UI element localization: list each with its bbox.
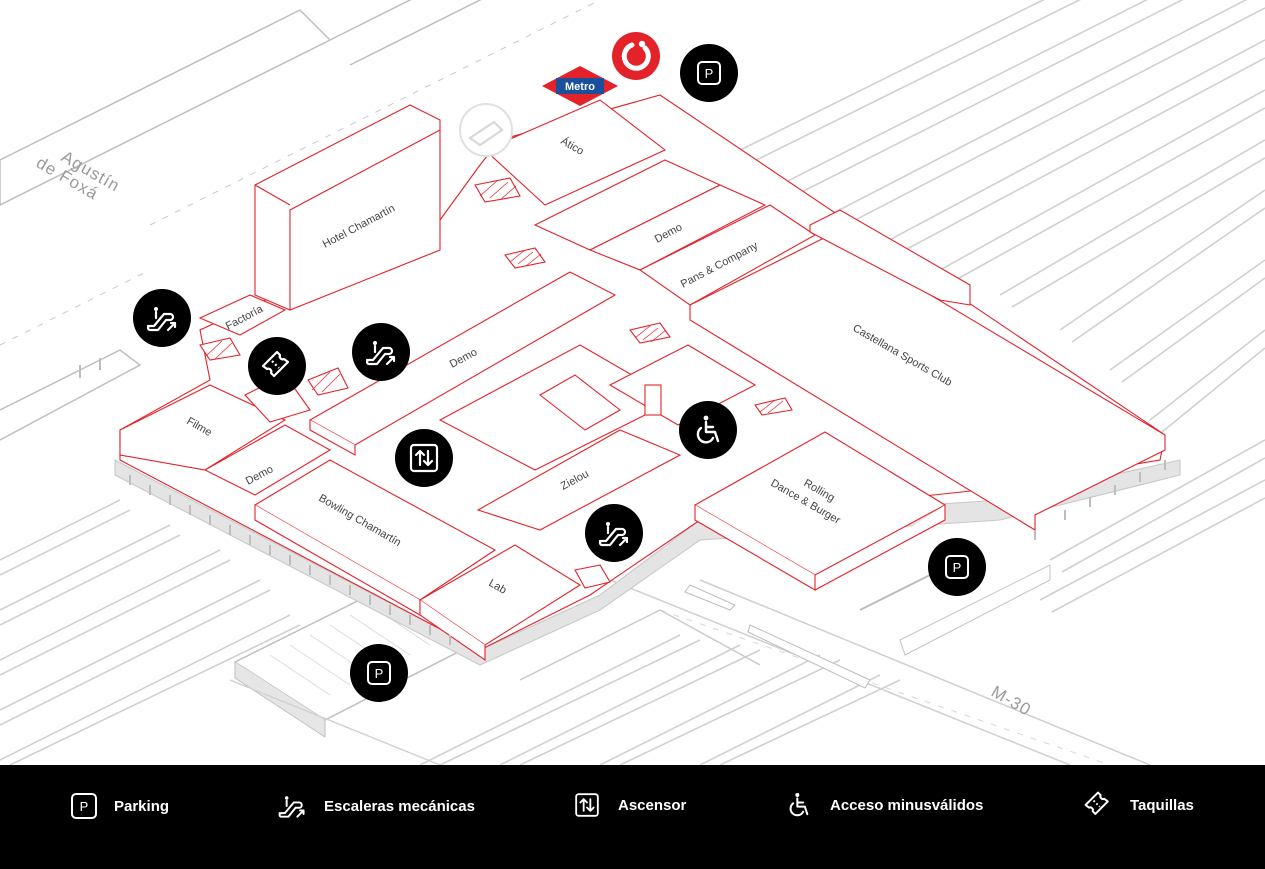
parking-letter: P [953,560,962,575]
elevator-marker[interactable] [395,429,453,487]
roads [0,0,1151,765]
elevator-icon [572,790,602,820]
legend-parking-label: Parking [114,797,170,815]
escalator-marker-center[interactable] [352,323,410,381]
street-m30: M-30 [988,682,1035,720]
legend-accessibility[interactable]: Acceso minusválidos [784,790,983,820]
parking-marker-east[interactable]: P [928,538,986,596]
accessibility-marker[interactable] [679,401,737,459]
escalator-marker-south[interactable] [585,504,643,562]
map-legend: P Parking Escaleras mecánicas Ascensor A… [0,765,1265,869]
parking-marker-north[interactable]: P [680,44,738,102]
wheelchair-icon [784,790,814,820]
metro-sign[interactable]: Metro [542,66,618,106]
parking-marker-south[interactable]: P [350,644,408,702]
ticket-marker[interactable] [248,337,306,395]
ticket-icon [1082,789,1114,821]
metro-label: Metro [565,81,595,93]
parking-letter: P [375,666,384,681]
railway-tracks [0,0,1265,765]
support-posts [79,358,1166,645]
parking-icon: P [71,793,97,819]
mall-buildings [114,94,1181,666]
escalator-marker-west[interactable] [133,289,191,347]
parking-letter: P [705,66,714,81]
legend-tickets-label: Taquillas [1130,796,1194,814]
legend-elevator[interactable]: Ascensor [572,790,686,820]
parking-letter: P [80,799,89,814]
stair-hatching [204,179,784,414]
legend-escalators[interactable]: Escaleras mecánicas [276,790,475,822]
legend-parking[interactable]: P Parking [70,792,169,820]
bus-stop-icon [459,103,513,157]
legend-elevator-label: Ascensor [618,796,687,814]
legend-tickets[interactable]: Taquillas [1082,789,1194,821]
cercanias-logo[interactable] [612,32,660,80]
mall-map: Hotel Chamartín Ático Demo Pans & Compan… [0,0,1265,765]
legend-accessibility-label: Acceso minusválidos [830,796,984,814]
legend-escalators-label: Escaleras mecánicas [324,797,475,815]
escalator-icon [276,790,308,822]
